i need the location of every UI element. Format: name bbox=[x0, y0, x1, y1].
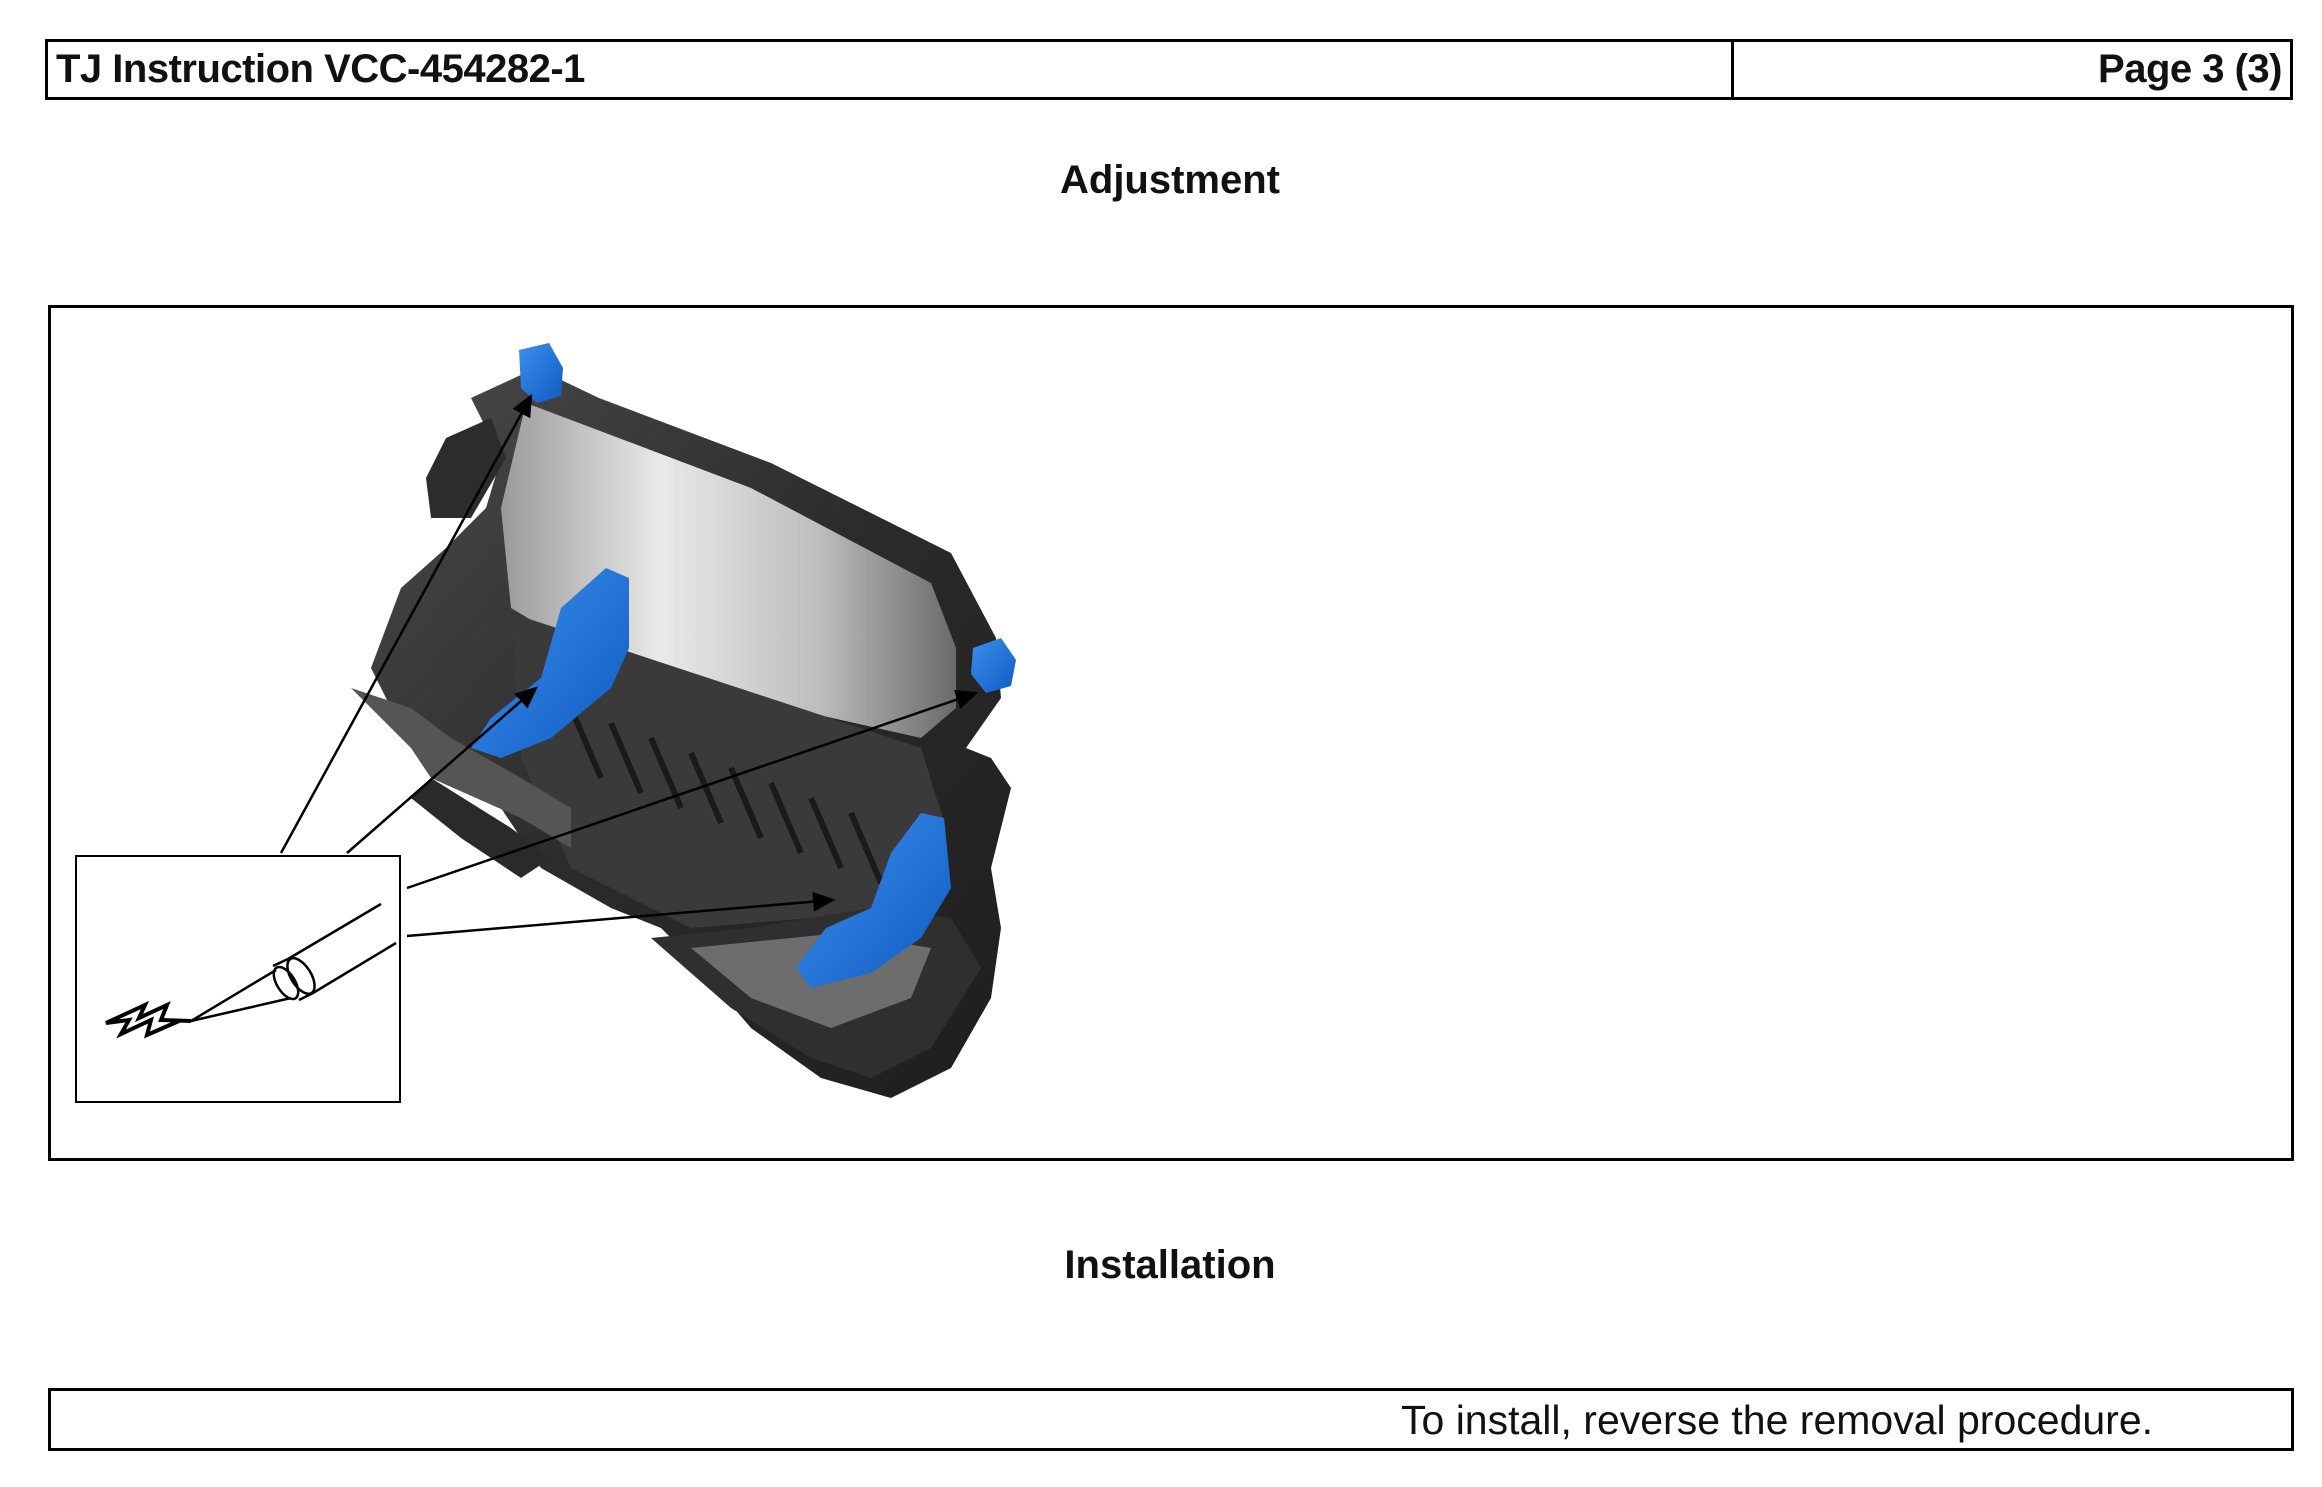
clip-center-right bbox=[796, 813, 951, 988]
inset-box bbox=[75, 855, 401, 1103]
arrow-to-clip-top-left bbox=[279, 393, 533, 854]
installation-instruction: To install, reverse the removal procedur… bbox=[1401, 1397, 2154, 1443]
adjustment-heading: Adjustment bbox=[1060, 158, 1280, 202]
installation-heading: Installation bbox=[1064, 1243, 1276, 1287]
clip-top-left bbox=[519, 343, 563, 403]
arrow-to-clip-center-left bbox=[346, 686, 538, 854]
adjustment-illustration bbox=[75, 343, 1016, 1103]
page-number: Page 3 (3) bbox=[2098, 47, 2282, 91]
cover-part bbox=[351, 368, 1011, 1098]
pointer-arrows bbox=[279, 393, 979, 938]
clip-right bbox=[971, 638, 1016, 693]
arrow-to-clip-center-right bbox=[406, 891, 836, 938]
document-header: TJ Instruction VCC-454282-1 Page 3 (3) bbox=[45, 39, 2293, 100]
document-title: TJ Instruction VCC-454282-1 bbox=[48, 42, 1734, 97]
soldering-iron-icon bbox=[105, 902, 397, 1039]
installation-box: To install, reverse the removal procedur… bbox=[48, 1388, 2294, 1451]
arrow-to-clip-right bbox=[406, 690, 979, 890]
adjustment-figure bbox=[48, 305, 2294, 1161]
